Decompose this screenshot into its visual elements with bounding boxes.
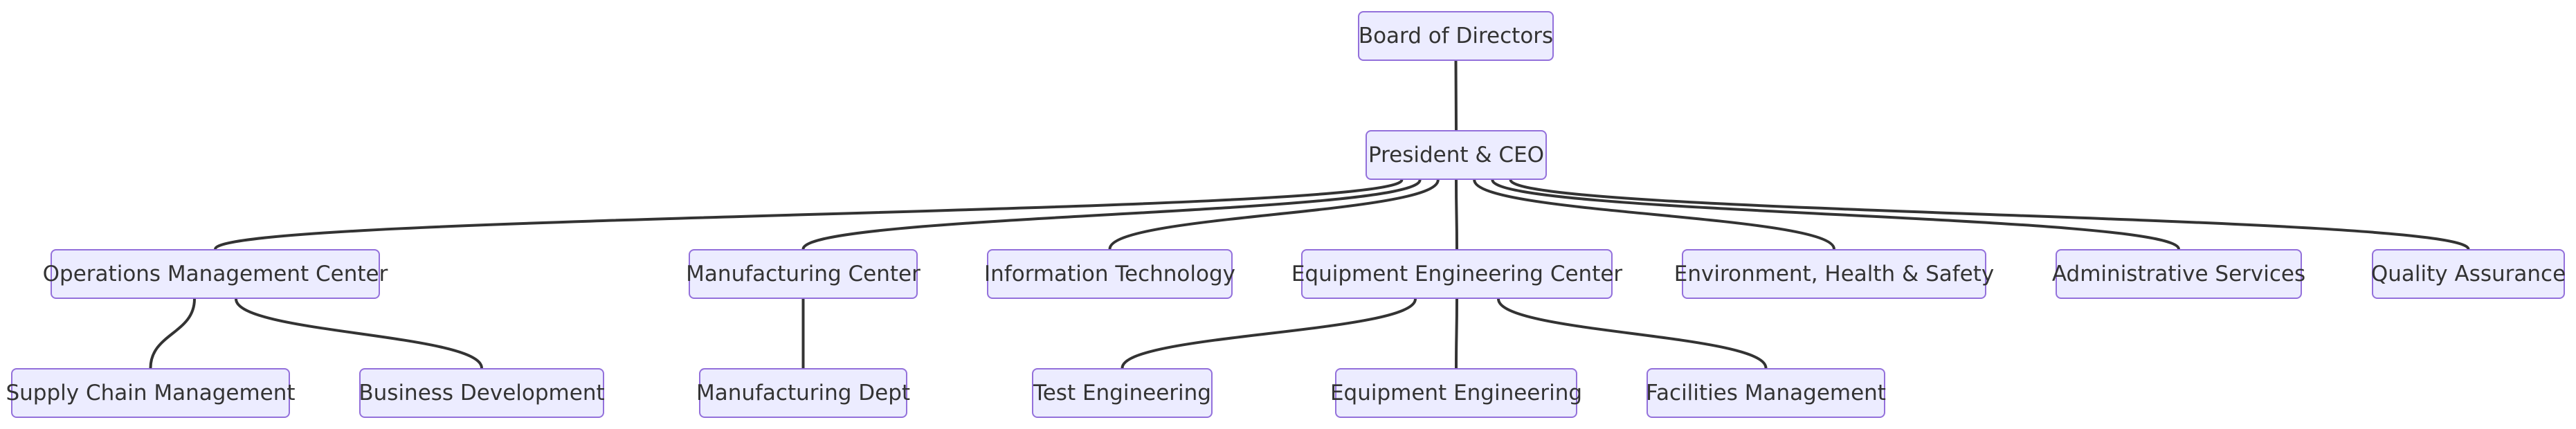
- edge-eec-test: [1121, 298, 1417, 369]
- edge-ceo-admin: [1491, 179, 2180, 250]
- node-manufacturing-dept[interactable]: Manufacturing Dept: [696, 368, 910, 418]
- edge-ops-scm: [149, 298, 196, 369]
- node-equipment-engineering[interactable]: Equipment Engineering: [1330, 368, 1582, 418]
- node-facilities-management[interactable]: Facilities Management: [1646, 368, 1886, 418]
- node-quality-assurance[interactable]: Quality Assurance: [2371, 249, 2566, 299]
- node-administrative-services[interactable]: Administrative Services: [2052, 249, 2305, 299]
- edge-ceo-qa: [1509, 179, 2470, 250]
- edge-ceo-ops: [214, 179, 1404, 250]
- edge-board-ceo: [1454, 60, 1458, 131]
- edge-eec-equip: [1455, 298, 1458, 369]
- node-supply-chain-management[interactable]: Supply Chain Management: [6, 368, 296, 418]
- edge-eec-fac: [1497, 298, 1768, 369]
- edge-ops-bd: [235, 298, 483, 369]
- node-environment-health-safety[interactable]: Environment, Health & Safety: [1674, 249, 1994, 299]
- node-board-of-directors[interactable]: Board of Directors: [1358, 11, 1554, 61]
- node-operations-management-center[interactable]: Operations Management Center: [43, 249, 388, 299]
- node-test-engineering[interactable]: Test Engineering: [1032, 368, 1213, 418]
- node-president-ceo[interactable]: President & CEO: [1366, 130, 1547, 180]
- edge-ceo-eec: [1455, 179, 1458, 250]
- node-equipment-engineering-center[interactable]: Equipment Engineering Center: [1291, 249, 1622, 299]
- node-information-technology[interactable]: Information Technology: [984, 249, 1235, 299]
- edge-ceo-it: [1108, 179, 1440, 250]
- node-manufacturing-center[interactable]: Manufacturing Center: [686, 249, 920, 299]
- edge-ceo-mfg: [801, 179, 1422, 250]
- edge-ceo-ehs: [1473, 179, 1835, 250]
- node-business-development[interactable]: Business Development: [359, 368, 605, 418]
